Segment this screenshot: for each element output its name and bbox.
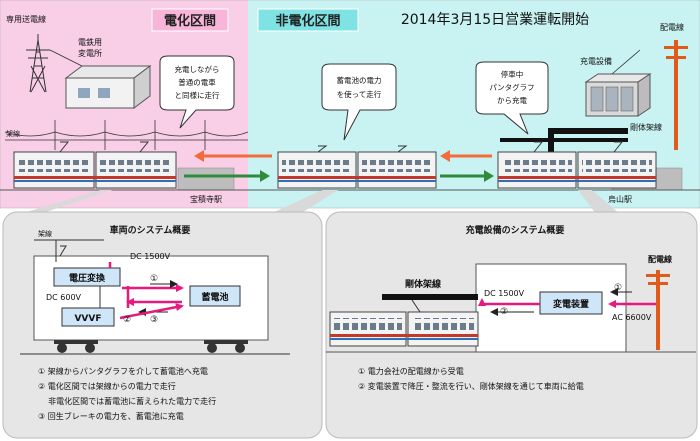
vehicle-panel-title: 車両のシステム概要: [110, 224, 191, 236]
charging-panel-train: [329, 299, 479, 347]
callout-charging-running: 充電しながら 普通の電車 と同様に走行: [159, 55, 235, 129]
battery-label: 蓄電池: [201, 291, 228, 303]
rigid-catenary-label-top: 剛体架線: [630, 122, 662, 132]
non-electrified-label: 非電化区間: [275, 13, 340, 29]
charging-distribution-pole-icon: [646, 270, 670, 350]
station-karasuyama: 烏山駅: [608, 194, 632, 204]
vehicle-note-2: ② 電化区間では架線からの電力で走行: [38, 381, 176, 391]
overhead-line-label: 架線: [6, 129, 20, 138]
substation-building: [64, 65, 152, 109]
charging-marker-1: ①: [614, 283, 622, 293]
rigid-catenary-label: 剛体架線: [405, 278, 441, 290]
svg-text:パンタグラフ: パンタグラフ: [489, 82, 534, 92]
charging-ac6600-label: AC 6600V: [612, 313, 652, 322]
rigid-catenary-structure: [500, 128, 628, 168]
vvvf-box: [61, 307, 115, 327]
service-start-title: 2014年3月15日営業運転開始: [401, 12, 589, 28]
svg-text:を使って走行: を使って走行: [337, 89, 382, 99]
vehicle-dc600-label: DC 600V: [46, 293, 82, 302]
svg-text:停車中: 停車中: [501, 69, 524, 79]
substation-label-1: 電鉄用: [78, 37, 102, 47]
charging-equipment: [584, 73, 652, 117]
svg-text:から充電: から充電: [497, 95, 527, 105]
train-middle: [277, 145, 437, 189]
charging-panel-title: 充電設備のシステム概要: [466, 224, 565, 236]
svg-text:と同様に走行: と同様に走行: [175, 90, 220, 100]
electrified-label: 電化区間: [164, 13, 216, 29]
station-hoshakuji: 宝積寺駅: [190, 194, 222, 204]
converter-label: 変電装置: [553, 298, 589, 310]
battery-box: [189, 285, 241, 307]
rigid-catenary-bar: [382, 294, 478, 300]
callout-stop-charging: 停車中 パンタグラフ から充電: [475, 61, 549, 135]
vvvf-label: VVVF: [74, 314, 101, 324]
charging-note-2: ② 変電装置で降圧・整流を行い、剛体架線を通じて車両に給電: [358, 381, 584, 391]
vehicle-flow-arrow-3: [119, 303, 184, 320]
distribution-line-label-top: 配電線: [660, 22, 684, 32]
vehicle-note-1: ① 架線からパンタグラフを介して蓄電池へ充電: [38, 366, 208, 376]
train-left: [13, 141, 177, 189]
transmission-line-label: 専用送電線: [6, 14, 46, 24]
vehicle-marker-3: ③: [150, 315, 158, 325]
vehicle-dc1500-label: DC 1500V: [130, 252, 171, 261]
charging-dc1500-label: DC 1500V: [484, 289, 525, 298]
arrow-to-non-electrified: [184, 170, 494, 182]
vehicle-note-4: ③ 回生ブレーキの電力を、蓄電池に充電: [38, 411, 184, 421]
svg-text:蓄電池の電力: 蓄電池の電力: [337, 75, 382, 85]
vehicle-note-3: 非電化区間では蓄電池に蓄えられた電力で走行: [38, 396, 216, 406]
vehicle-marker-2: ②: [123, 315, 131, 325]
svg-text:充電しながら: 充電しながら: [175, 64, 220, 74]
vehicle-marker-1: ①: [150, 274, 158, 284]
charging-equipment-label: 充電設備: [580, 56, 612, 66]
vehicle-overhead-line-label: 架線: [38, 229, 52, 238]
vehicle-bogies: [54, 340, 248, 353]
electrified-label-box: [151, 8, 229, 32]
svg-text:普通の電車: 普通の電車: [178, 77, 216, 87]
non-electrified-label-box: [257, 8, 359, 32]
distribution-pole-icon: [664, 40, 688, 150]
vehicle-power-flow: [108, 262, 184, 308]
charging-distribution-line-label: 配電線: [648, 254, 672, 264]
charging-flow-arrows-black: [490, 288, 632, 316]
arrow-to-electrified: [194, 150, 492, 162]
platform-hoshakuji: [177, 167, 235, 191]
train-right: [497, 141, 657, 189]
voltage-converter-box: [53, 267, 121, 287]
transmission-tower-icon: [26, 34, 50, 93]
voltage-converter-label: 電圧変換: [69, 272, 106, 284]
callout-battery-running: 蓄電池の電力 を使って走行: [321, 63, 397, 141]
charging-power-flow: [478, 298, 660, 308]
substation-label-2: 変電所: [78, 48, 102, 58]
charging-marker-2: ②: [500, 307, 508, 317]
charging-note-1: ① 電力会社の配電線から受電: [358, 366, 464, 376]
overhead-catenary: [4, 120, 249, 150]
